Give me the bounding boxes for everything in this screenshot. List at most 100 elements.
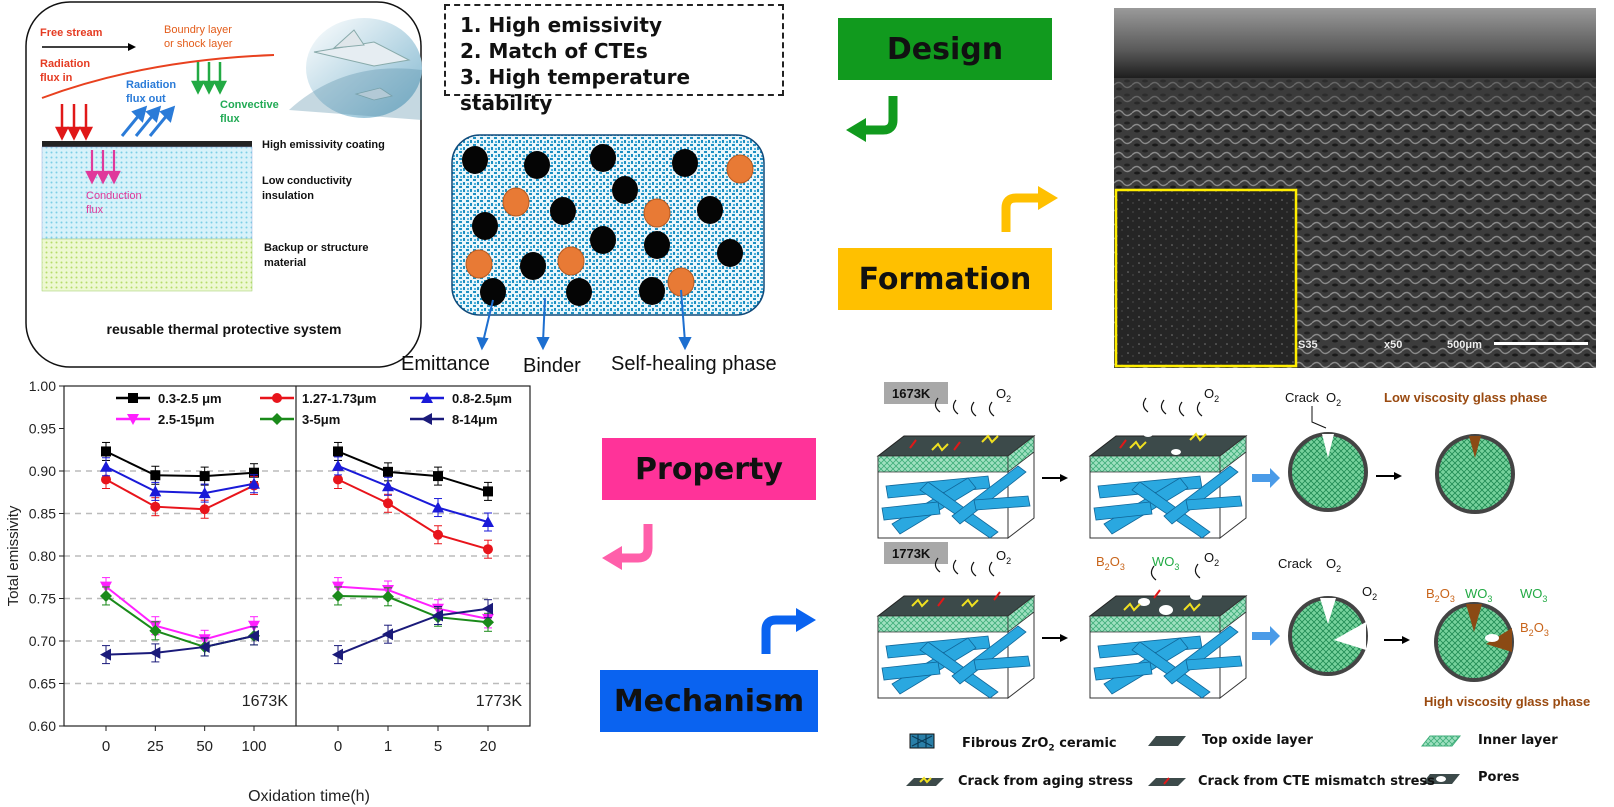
svg-text:WO3: WO3 (1520, 586, 1547, 604)
data-point (383, 466, 393, 477)
data-point (149, 624, 162, 637)
svg-text:O2: O2 (1204, 386, 1219, 404)
data-point (248, 477, 260, 489)
radiation-in-label-2: flux in (40, 72, 73, 84)
svg-text:WO3: WO3 (1465, 586, 1492, 604)
property-arrowhead (602, 546, 622, 570)
fibrous-ceramic-icon (909, 733, 935, 749)
data-point (149, 485, 162, 497)
formation-arrowhead (1038, 186, 1058, 210)
y-tick-label: 0.90 (29, 463, 56, 479)
data-point (382, 480, 394, 492)
data-point (150, 470, 161, 481)
legend-fibrous: Fibrous ZrO2 ceramic (962, 736, 1117, 754)
boundary-layer-label-2: or shock layer (164, 38, 233, 50)
data-point (149, 646, 161, 659)
series-line (105, 634, 255, 656)
mechanism-arrowhead (796, 608, 816, 632)
data-point (382, 590, 394, 603)
legend-label: 8-14μm (452, 412, 498, 427)
property-box: Property (602, 438, 816, 500)
y-tick-label: 0.60 (29, 718, 56, 734)
property-label: Property (635, 451, 783, 487)
requirements-box: 1. High emissivity 2. Match of CTEs 3. H… (444, 4, 784, 115)
shuttle-image (289, 18, 422, 120)
requirement-item: 3. High temperature stability (460, 65, 691, 115)
low-viscosity-label: Low viscosity glass phase (1384, 390, 1547, 405)
high-viscosity-label: High viscosity glass phase (1424, 694, 1590, 709)
requirement-item: 1. High emissivity (460, 13, 663, 37)
data-point (432, 609, 443, 622)
series-line (337, 607, 489, 656)
data-point (382, 628, 393, 641)
y-tick-label: 0.85 (29, 506, 56, 522)
temp-1673-badge (884, 382, 948, 404)
blue-arrow-icon (1252, 468, 1280, 488)
glass-fill (1469, 436, 1481, 458)
coating-block (877, 435, 1035, 539)
crack-lines (909, 434, 999, 452)
coating-layer (42, 141, 252, 147)
legend-top-oxide: Top oxide layer (1202, 733, 1313, 748)
y-axis-label: Total emissivity (5, 505, 22, 606)
insulation-label: Low conductivity (262, 175, 353, 187)
data-point (248, 629, 259, 642)
data-point (271, 413, 283, 425)
data-point (332, 648, 343, 661)
data-point (198, 640, 210, 653)
formation-label: Formation (858, 261, 1032, 297)
mechanism-label: Mechanism (613, 683, 805, 719)
callout-arrows (476, 289, 692, 351)
coating-block (877, 595, 1035, 699)
data-point (199, 504, 210, 515)
data-point (482, 616, 494, 629)
data-point (421, 392, 433, 403)
o2-arrows (934, 397, 995, 417)
y-tick-label: 1.00 (29, 378, 56, 394)
panel-label: 1773K (476, 693, 523, 710)
svg-text:Crack: Crack (1278, 556, 1312, 571)
series-line (105, 450, 255, 478)
coating-label: High emissivity coating (262, 139, 385, 151)
legend-label: 1.27-1.73μm (302, 391, 376, 406)
backup-label-2: material (264, 257, 306, 269)
svg-text:O2: O2 (996, 548, 1011, 566)
pores-icon (1422, 774, 1460, 784)
free-stream-label: Free stream (40, 27, 103, 39)
tps-diagram: Free stream Boundry layer or shock layer… (25, 1, 422, 368)
sem-scale-bar (1494, 342, 1588, 345)
crack-label: Crack (1285, 390, 1319, 405)
svg-text:O2: O2 (1326, 390, 1341, 408)
legend-icons (906, 733, 1462, 786)
b2o3-label: B2O3 (1096, 554, 1125, 572)
series-line (337, 478, 489, 551)
data-point (483, 544, 493, 555)
self-healing-particles (465, 154, 754, 297)
legend-crack-aging: Crack from aging stress (958, 774, 1133, 789)
backup-label: Backup or structure (264, 242, 369, 254)
convective-arrows (190, 62, 228, 95)
y-tick-label: 0.80 (29, 548, 56, 564)
crack-cte-icon (1148, 777, 1186, 786)
y-tick-label: 0.75 (29, 591, 56, 607)
x-tick-label: 0 (334, 738, 342, 755)
backup-layer (41, 238, 253, 292)
y-tick-label: 0.95 (29, 421, 56, 437)
legend-label: 0.8-2.5μm (452, 391, 512, 406)
sem-label-left: S35 (1298, 339, 1318, 351)
radiation-out-arrows (120, 105, 176, 137)
wo3-label: WO3 (1152, 554, 1179, 572)
svg-text:O2: O2 (1204, 550, 1219, 568)
conduction-arrows (85, 150, 121, 185)
series-line (105, 585, 255, 641)
series-line (105, 478, 255, 511)
temp-1673-label: 1673K (892, 386, 931, 401)
series-line (105, 465, 255, 495)
pore (1171, 449, 1181, 455)
property-arrow-icon (618, 524, 653, 563)
data-point (332, 589, 344, 602)
emittance-particles (462, 144, 743, 306)
data-point (199, 471, 210, 482)
sem-scale-text: 500μm (1447, 339, 1482, 351)
design-arrowhead (846, 118, 866, 142)
